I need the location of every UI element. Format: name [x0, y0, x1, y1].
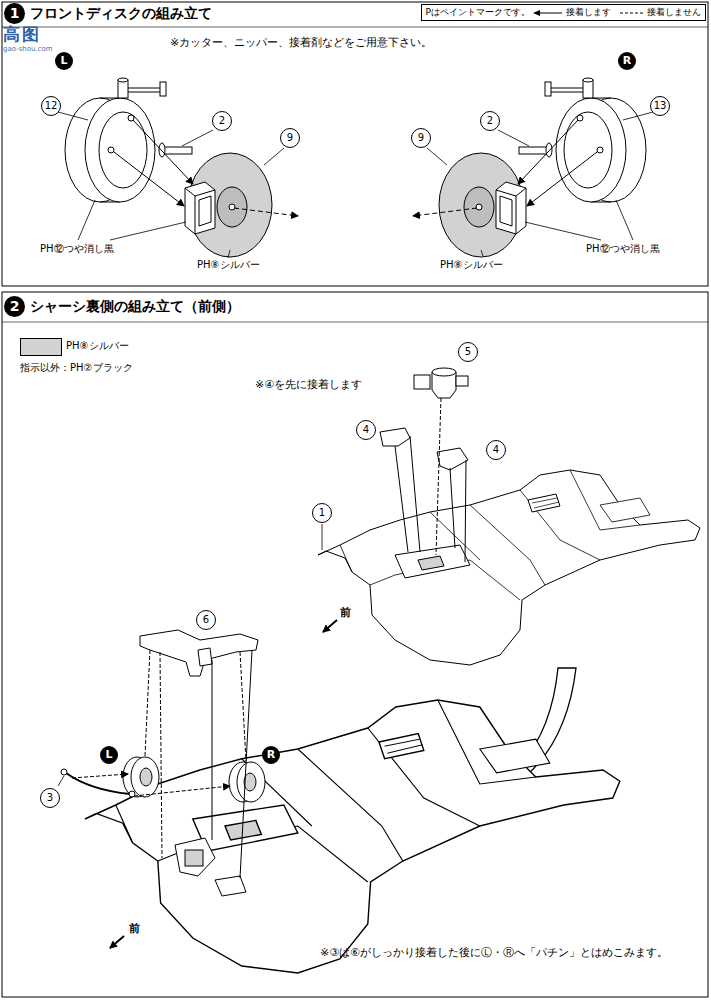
paint-note: 指示以外：PH②ブラック	[20, 362, 133, 374]
paint-label: PH⑫つや消し黒	[586, 243, 660, 255]
paint-note: Pはペイントマークです。	[426, 6, 530, 19]
side-mark: R	[618, 52, 636, 70]
watermark: 高	[3, 24, 20, 44]
side-mark: L	[55, 52, 73, 70]
callout-number: 1	[312, 503, 332, 523]
note-text: ※③は⑥がしっかり接着した後にⓁ・Ⓡへ「パチン」とはめこみます。	[320, 946, 668, 959]
note-text: ※④を先に接着します	[255, 378, 362, 391]
callout-number: 2	[480, 111, 500, 131]
note-text: ※カッター、ニッパー、接着剤などをご用意下さい。	[170, 36, 432, 49]
legend-text: PH⑧シルバー	[66, 340, 129, 352]
watermark: gao-shou.com	[3, 45, 53, 53]
legend-text: 接着します	[566, 6, 611, 19]
paint-label: PH⑧シルバー	[440, 259, 503, 271]
watermark: 图	[22, 24, 39, 44]
callout-number: 4	[486, 440, 506, 460]
paint-label: PH⑫つや消し黒	[40, 243, 114, 255]
callout-number: 2	[212, 111, 232, 131]
callout-number: 3	[40, 788, 60, 808]
step-number: 2	[4, 296, 25, 317]
paint-label: PH⑧シルバー	[197, 259, 260, 271]
callout-number: 5	[458, 342, 478, 362]
side-mark: L	[100, 746, 118, 764]
front-mark: 前	[129, 922, 140, 935]
color-swatch	[20, 338, 62, 356]
legend-box: Pはペイントマークです。 接着します 接着しません	[421, 4, 706, 21]
callout-number: 9	[280, 128, 300, 148]
callout-number: 6	[196, 610, 216, 630]
side-mark: R	[262, 746, 280, 764]
glue-line	[533, 9, 563, 17]
no-glue-line	[614, 9, 644, 17]
front-mark: 前	[340, 606, 351, 619]
callout-number: 13	[650, 96, 670, 116]
callout-number: 12	[41, 96, 61, 116]
callout-number: 4	[356, 420, 376, 440]
legend-text: 接着しません	[647, 6, 701, 19]
callout-number: 9	[411, 128, 431, 148]
step-title: フロントディスクの組み立て	[30, 5, 212, 22]
step-number: 1	[4, 3, 25, 24]
step-title: シャーシ裏側の組み立て（前側）	[30, 298, 240, 315]
